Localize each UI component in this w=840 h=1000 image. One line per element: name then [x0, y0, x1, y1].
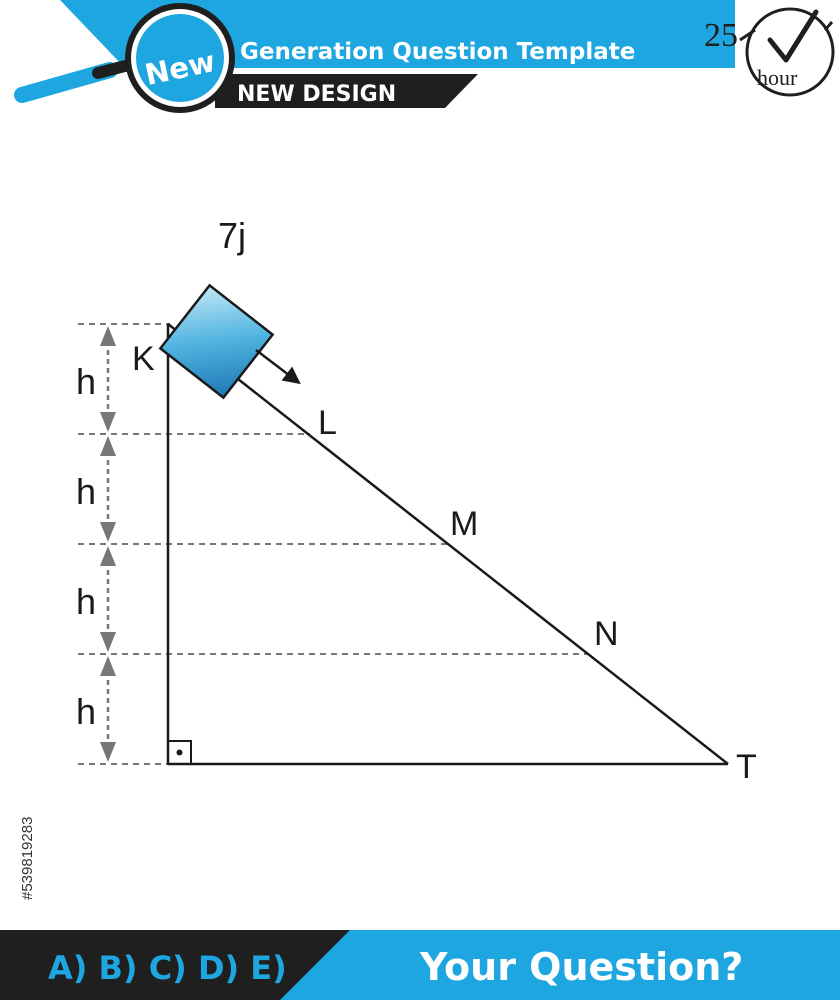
point-label-n: N	[594, 615, 619, 653]
point-label-l: L	[318, 404, 337, 442]
magnifier-icon: New	[14, 3, 235, 113]
vertex-label-t: T	[736, 748, 757, 786]
incline-diagram: h h h h 7j K L M N T	[76, 215, 757, 786]
stock-id: #539819283	[19, 817, 36, 900]
question-placeholder: Your Question?	[419, 945, 743, 989]
right-angle-marker	[167, 740, 192, 765]
right-triangle	[166, 323, 729, 766]
point-label-m: M	[450, 505, 478, 543]
checkmark-icon	[767, 9, 819, 63]
block	[158, 283, 275, 400]
clock-number: 25	[704, 17, 738, 54]
footer-dark-band	[0, 930, 350, 1000]
header-subtitle: NEW DESIGN	[237, 82, 396, 107]
clock-unit: hour	[757, 65, 798, 90]
height-label-1: h	[76, 361, 96, 402]
answer-options: A) B) C) D) E)	[48, 949, 287, 987]
header-title: Generation Question Template	[240, 39, 635, 65]
footer: A) B) C) D) E) Your Question?	[0, 930, 840, 1000]
clock-icon: 25 hour	[704, 7, 835, 97]
header: Generation Question Template NEW DESIGN …	[14, 0, 835, 113]
height-label-2: h	[76, 471, 96, 512]
height-label-4: h	[76, 691, 96, 732]
motion-arrow	[255, 349, 301, 385]
block-label: 7j	[218, 215, 246, 256]
vertex-label-k: K	[132, 340, 155, 378]
height-level-lines	[78, 323, 587, 765]
header-dark-band	[215, 74, 478, 108]
triangle-slope	[167, 323, 729, 765]
height-arrowheads	[100, 326, 116, 762]
height-label-3: h	[76, 581, 96, 622]
